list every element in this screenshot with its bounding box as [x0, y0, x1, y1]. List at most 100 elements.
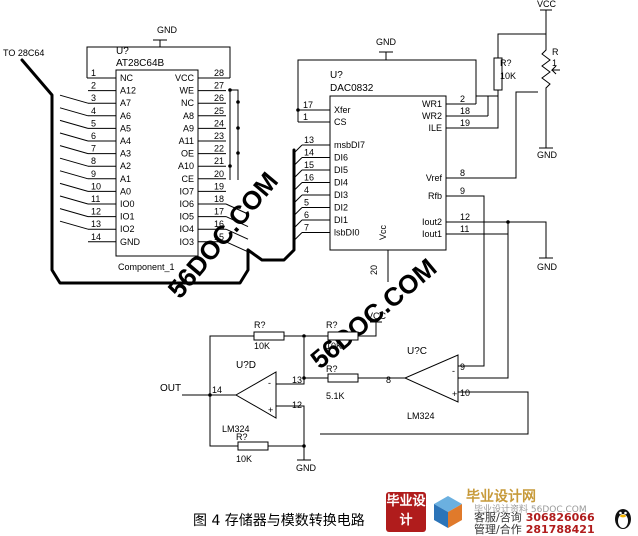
svg-text:+: + [452, 389, 457, 399]
bus-label: TO 28C64 [3, 48, 44, 58]
pin-number: 4 [304, 185, 309, 195]
pin-name: NC [120, 73, 133, 83]
svg-text:GND: GND [537, 262, 558, 272]
resistor-bottom: R? 10K [236, 432, 269, 464]
resistor-ile: R? 10K [493, 57, 516, 91]
svg-text:13: 13 [292, 375, 302, 385]
svg-text:R?: R? [236, 432, 248, 442]
pin-number: 8 [460, 168, 465, 178]
pin-number: 23 [214, 131, 224, 141]
rfb-wire [446, 195, 485, 367]
pin-number: 6 [304, 210, 309, 220]
pin-name: NC [181, 98, 194, 108]
pin-name: A12 [120, 86, 136, 96]
svg-text:10K: 10K [254, 341, 270, 351]
pin-number: 8 [91, 156, 96, 166]
svg-text:10: 10 [460, 388, 470, 398]
pin-name: OE [181, 149, 194, 159]
svg-text:1: 1 [552, 58, 557, 68]
pin-name: DI6 [334, 153, 348, 163]
pin-name: Vref [426, 173, 443, 183]
pin-name: A6 [120, 111, 131, 121]
opamp-d-noninv-wire [276, 405, 305, 460]
footer-site-title: 毕业设计网 [466, 489, 536, 505]
pin-name: A5 [120, 123, 131, 133]
vcc-symbol-top: VCC [537, 0, 557, 11]
dac-xfer-cs-wire [297, 109, 330, 123]
pin-number: 13 [91, 219, 101, 229]
pin-number: 11 [460, 224, 469, 234]
pin-name: Iout1 [422, 229, 442, 239]
pin-name: CS [334, 117, 347, 127]
pin-number: 25 [214, 106, 224, 116]
pin-number: 16 [214, 219, 224, 229]
svg-text:9: 9 [460, 362, 465, 372]
pin-number: 18 [460, 106, 470, 116]
svg-text:VCC: VCC [537, 0, 557, 9]
gnd-symbol-pot: GND [537, 147, 558, 160]
footer-site-sub: 毕业设计资料 56DOC.COM [474, 505, 587, 515]
pin-name: A1 [120, 174, 131, 184]
opamp-d-part: LM324 [222, 424, 250, 434]
svg-text:10K: 10K [500, 71, 516, 81]
pin-name: IO4 [179, 224, 194, 234]
pin-name: DI3 [334, 190, 348, 200]
pin-number: 7 [304, 223, 309, 233]
resistor-mid: R? 5.1K [326, 364, 359, 401]
svg-text:-: - [452, 366, 455, 376]
pin-name: A11 [179, 136, 194, 146]
pin-number: 5 [304, 198, 309, 208]
footer-logo: 毕业设计 [386, 492, 426, 532]
opamp-c: - + U?C LM324 9 10 8 [386, 346, 470, 421]
pin-number: 12 [91, 207, 101, 217]
pin-number: 9 [91, 169, 96, 179]
dac-part: DAC0832 [330, 83, 374, 94]
svg-text:8: 8 [386, 375, 391, 385]
pin-name: WR2 [422, 111, 442, 121]
eeprom-name: Component_1 [118, 262, 175, 272]
eeprom-part: AT28C64B [116, 58, 165, 69]
opamp-d: - + U?D LM324 13 12 14 [212, 360, 302, 434]
pin-number: 1 [303, 112, 308, 122]
pin-number: 13 [304, 135, 314, 145]
data-bus-left [20, 58, 250, 285]
svg-text:R?: R? [326, 364, 338, 374]
cube-logo-icon [434, 496, 462, 528]
svg-text:GND: GND [296, 463, 317, 473]
svg-text:5.1K: 5.1K [326, 391, 345, 401]
pin-name: IO0 [120, 199, 135, 209]
dac-vcc-pin-num: 20 [369, 265, 379, 275]
pin-number: 6 [91, 131, 96, 141]
svg-text:-: - [268, 378, 271, 388]
pin-number: 14 [304, 148, 314, 158]
pin-name: IO3 [179, 237, 194, 247]
pin-name: Rfb [428, 191, 442, 201]
pin-number: 1 [91, 68, 96, 78]
dac-ref: U? [330, 70, 343, 81]
pin-number: 19 [460, 118, 470, 128]
pin-name: A10 [178, 161, 194, 171]
pin-number: 2 [91, 81, 96, 91]
